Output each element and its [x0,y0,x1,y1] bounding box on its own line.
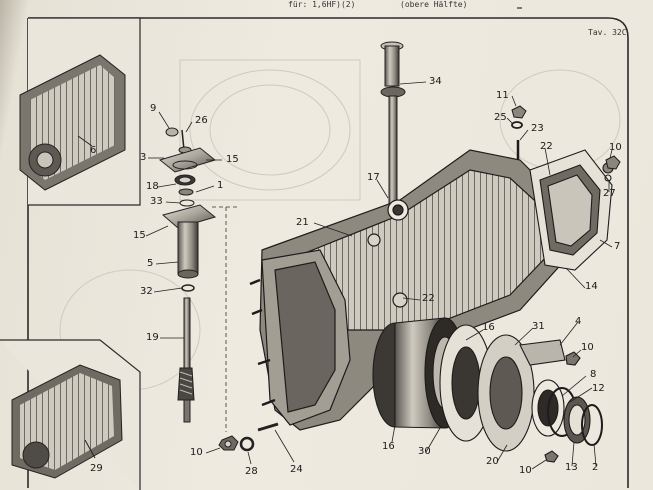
callout-13: 13 [565,462,578,473]
ghost-background-drawing [59,59,621,391]
top-right-fasteners [511,105,621,170]
callout-24: 24 [290,464,303,475]
callout-14: 14 [585,281,598,292]
callout-16-lower: 16 [382,441,395,452]
left-exploded-column [158,127,279,452]
callout-22-upper: 22 [540,141,553,152]
callout-4: 4 [575,316,582,327]
callout-25: 25 [494,112,507,123]
rear-gasket-and-cover [529,149,614,271]
leader-lines [145,81,613,470]
callout-19: 19 [146,332,159,343]
callout-6: 6 [90,145,97,156]
callout-17: 17 [367,172,380,183]
callout-10-top-right: 10 [609,142,622,153]
callout-1: 1 [217,180,224,191]
main-gearbox-housing [249,149,566,431]
callout-16-upper: 16 [482,322,495,333]
header-fitment-text: für: 1,6HF)(2) [288,0,356,9]
callout-9: 9 [150,103,157,114]
callout-7: 7 [614,241,621,252]
callout-2: 2 [592,462,599,473]
callout-11: 11 [496,90,509,101]
callout-28: 28 [245,466,258,477]
callout-15-lower: 15 [133,230,146,241]
inset-top-left-gearbox [19,54,126,191]
callout-12: 12 [592,383,605,394]
header-fitment-text-right: (obere Hälfte) [400,0,468,9]
callout-34: 34 [429,76,442,87]
callout-26: 26 [195,115,208,126]
callout-31: 31 [532,321,545,332]
callout-20: 20 [486,456,499,467]
callout-5: 5 [147,258,154,269]
callout-23: 23 [531,123,544,134]
shaft-34 [380,41,406,217]
callout-33: 33 [150,196,163,207]
plate-id: Tav. 32C [588,28,627,37]
callout-3: 3 [140,152,147,163]
front-flange-stack [372,7,603,463]
callout-15-upper: 15 [226,154,239,165]
callout-10-bottom: 10 [519,465,532,476]
callout-18: 18 [146,181,159,192]
callout-21: 21 [296,217,309,228]
callout-8: 8 [590,369,597,380]
callout-22-lower: 22 [422,293,435,304]
callout-10-right: 10 [581,342,594,353]
callout-27: 27 [603,188,616,199]
callout-32: 32 [140,286,153,297]
inset-bottom-left-gearbox [11,364,123,479]
callout-29: 29 [90,463,103,474]
callout-30: 30 [418,446,431,457]
callout-10-bottom-left: 10 [190,447,203,458]
